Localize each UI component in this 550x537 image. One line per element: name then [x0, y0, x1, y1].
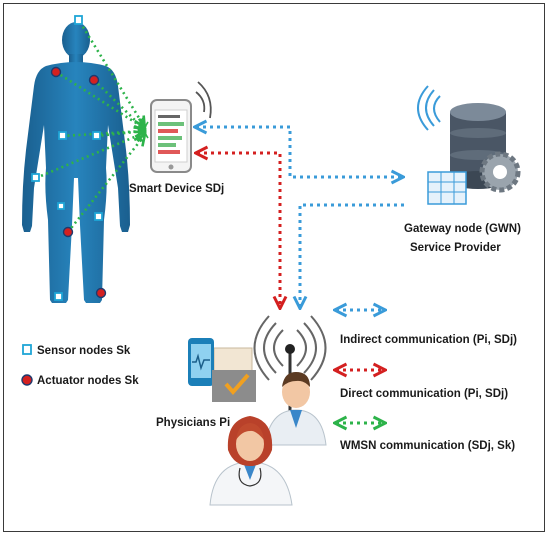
sensor-nodes — [31, 15, 103, 301]
actuator-nodes — [50, 66, 107, 299]
medical-tablet-icon — [188, 338, 256, 402]
actuator-legend-marker — [21, 374, 33, 386]
sensor-legend-marker — [22, 344, 32, 355]
doctor-male-icon — [264, 372, 327, 446]
service-provider-label: Service Provider — [410, 242, 501, 254]
doctor-female-icon — [209, 416, 293, 506]
smartphone-icon — [137, 81, 212, 173]
wmsn-links — [35, 21, 144, 233]
smart-device-label: Smart Device SDj — [129, 183, 224, 195]
sensor-legend-label: Sensor nodes Sk — [37, 345, 131, 357]
human-body-icon — [22, 22, 130, 303]
direct-link — [197, 153, 280, 307]
wmsn-legend-label: WMSN communication (SDj, Sk) — [340, 440, 515, 452]
physicians-label: Physicians Pi — [156, 417, 230, 429]
indirect-links — [196, 127, 404, 307]
gateway-label: Gateway node (GWN) — [404, 223, 521, 235]
actuator-legend-label: Actuator nodes Sk — [37, 375, 139, 387]
database-gear-icon — [417, 85, 521, 205]
indirect-legend-label: Indirect communication (Pi, SDj) — [340, 334, 517, 346]
direct-legend-label: Direct communication (Pi, SDj) — [340, 388, 508, 400]
